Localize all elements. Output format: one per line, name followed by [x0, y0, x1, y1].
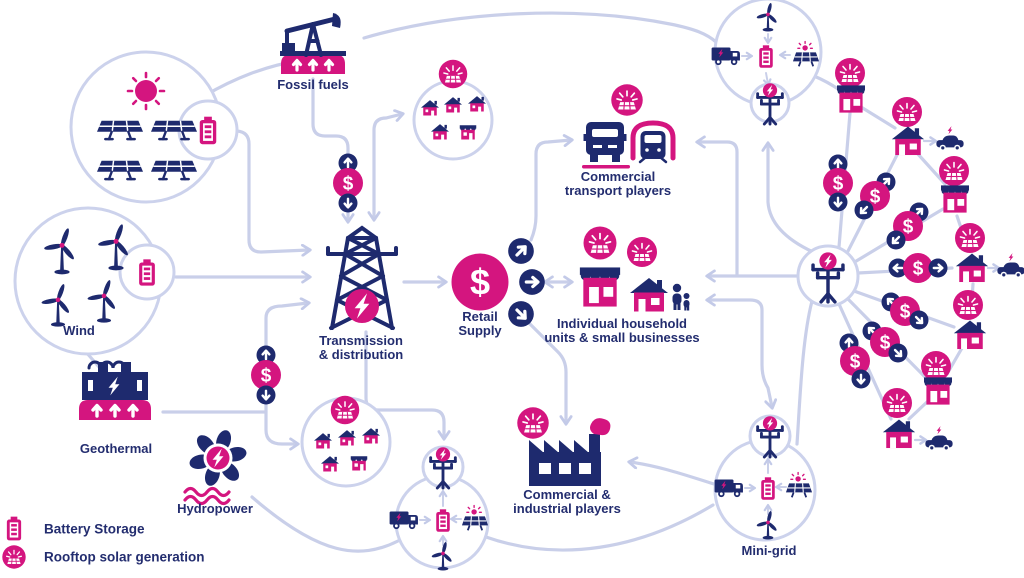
arrow-right-chip-icon — [517, 267, 547, 297]
chain-1 — [859, 105, 897, 130]
battery-icon — [761, 477, 775, 500]
households-label-line1: Individual household — [557, 316, 687, 331]
arrow-ne-chip-icon — [501, 231, 541, 271]
battery-icon — [199, 116, 217, 145]
line-top-minigrid-to-network — [812, 74, 840, 91]
line-fossil-to-top-minigrid — [362, 11, 718, 44]
battery-icon — [759, 45, 773, 68]
industrial-label-line1: Commercial & — [523, 487, 611, 502]
arrow-down-chip-icon — [337, 192, 359, 214]
rooftop-solar-icon — [954, 222, 986, 254]
legend-battery-label: Battery Storage — [44, 521, 145, 537]
community-top-circle — [412, 79, 494, 161]
rooftop-solar-icon — [938, 155, 970, 187]
rooftop-solar-icon — [952, 289, 984, 321]
shop-icon — [941, 185, 969, 213]
line-solar-to-transmission — [235, 129, 309, 252]
transmission-label-line2: & distribution — [318, 347, 404, 362]
transport-label-line1: Commercial — [580, 169, 656, 184]
house-icon — [882, 419, 916, 449]
line-hydro-to-center-minigrid — [250, 495, 400, 553]
commercial-transport-label: Commercial transport players — [565, 170, 671, 198]
rooftop-solar-icon — [610, 83, 644, 117]
rooftop-solar-icon — [1, 544, 27, 570]
transmission-label-line1: Transmission — [319, 333, 403, 348]
households-label-line2: units & small businesses — [544, 330, 700, 345]
arrow-down-chip-icon — [255, 384, 277, 406]
arrow-down-chip-icon — [827, 191, 849, 213]
fossil-fuels-base-icon — [279, 53, 347, 76]
retail-supply-label: Retail Supply — [458, 310, 501, 338]
shop-icon — [924, 377, 952, 405]
line-households-bottom-minigrid — [708, 300, 772, 407]
households-label: Individual household units & small busin… — [544, 317, 699, 345]
line-hub-to-bottom-minigrid — [795, 299, 814, 446]
industrial-label: Commercial & industrial players — [513, 488, 621, 516]
chain-2 — [915, 151, 947, 186]
minigrid-internal-arrows — [419, 33, 791, 546]
line-center-minigrid-to-right-minigrid — [484, 503, 715, 552]
line-retail-to-transport — [529, 140, 571, 242]
fossil-fuels-label: Fossil fuels — [277, 77, 349, 92]
rooftop-solar-icon — [626, 236, 658, 268]
house-icon — [630, 278, 668, 312]
ev-car-icon — [925, 426, 953, 451]
arrow-down-chip-icon — [850, 368, 872, 390]
shop-icon — [350, 456, 368, 471]
people-icon — [672, 283, 690, 311]
ev-car-icon — [936, 126, 964, 151]
train-icon — [633, 123, 673, 162]
house-icon — [955, 253, 989, 283]
retail-label-line2: Supply — [458, 323, 502, 338]
mini-grid-label: Mini-grid — [741, 543, 797, 558]
line-retail-to-industrial — [528, 322, 566, 423]
geothermal-label: Geothermal — [79, 441, 153, 456]
hydro-turbine-icon — [185, 428, 248, 503]
oil-pumpjack-icon — [280, 13, 346, 56]
truck-icon — [583, 122, 627, 162]
rooftop-solar-icon — [920, 350, 952, 382]
rooftop-solar-icon — [329, 394, 361, 426]
retail-supply-dollar-icon — [451, 253, 509, 311]
transmission-label: Transmission & distribution — [319, 334, 404, 362]
transport-underline — [582, 165, 630, 169]
wind-label: Wind — [63, 323, 95, 338]
rooftop-solar-icon — [516, 406, 550, 440]
line-hub-to-transport — [698, 142, 739, 276]
rooftop-solar-icon — [834, 57, 866, 89]
rooftop-solar-icon — [582, 225, 618, 261]
house-icon — [891, 126, 925, 156]
shop-icon — [459, 125, 477, 140]
house-icon — [953, 320, 987, 350]
legend-rooftop-label: Rooftop solar generation — [44, 549, 205, 565]
transport-label-line2: transport players — [564, 183, 672, 198]
rooftop-solar-icon — [437, 58, 469, 90]
hydropower-label: Hydropower — [177, 501, 253, 516]
arrow-right-chip-icon — [927, 257, 949, 279]
retail-label-line1: Retail — [462, 309, 498, 324]
battery-icon — [139, 259, 155, 286]
line-hub-to-top-minigrid — [768, 144, 815, 254]
line-community-top-transmission — [374, 114, 402, 219]
shop-icon — [837, 85, 865, 113]
shop-icon — [579, 267, 621, 307]
chain-6 — [907, 400, 929, 421]
battery-icon — [436, 509, 450, 532]
line-fossil-to-transmission — [311, 77, 348, 221]
geothermal-plant-icon — [79, 362, 151, 420]
transmission-tower-icon — [328, 228, 396, 328]
industrial-label-line2: industrial players — [513, 501, 621, 516]
rooftop-solar-icon — [881, 387, 913, 419]
battery-icon — [6, 516, 22, 541]
line-industrial-from-right — [630, 462, 716, 486]
rooftop-solar-icon — [891, 96, 923, 128]
ev-car-icon — [997, 253, 1024, 278]
